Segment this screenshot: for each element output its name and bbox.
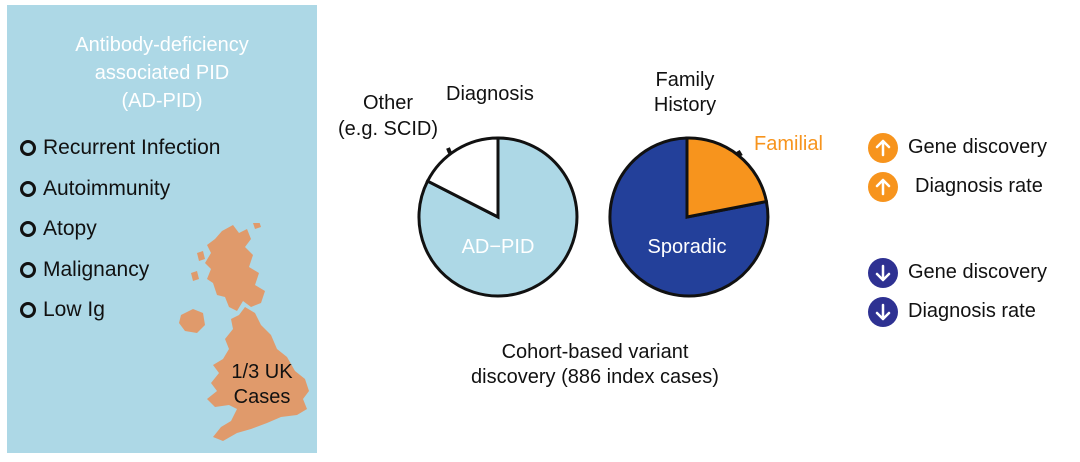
other-label-line-2: (e.g. SCID) — [337, 118, 439, 140]
legend-row: Gene discovery — [868, 128, 1047, 167]
panel-title-line-2: associated PID — [94, 62, 230, 84]
diagnosis-pie-tick — [446, 147, 452, 154]
criteria-label: Low Ig — [43, 298, 105, 322]
criteria-item: Recurrent Infection — [20, 128, 220, 169]
arrow-down-icon — [868, 257, 898, 288]
other-label-line-1: Other — [362, 92, 414, 114]
family-title-line-1: Family — [655, 69, 715, 91]
legend-row: Diagnosis rate — [868, 167, 1047, 206]
criteria-item: Malignancy — [20, 250, 220, 291]
legend-label: Gene discovery — [908, 136, 1047, 158]
legend-label: Gene discovery — [908, 261, 1047, 283]
uk-label-line-2: Cases — [233, 386, 291, 408]
panel-title-line-3: (AD-PID) — [121, 90, 203, 112]
uk-cases-label: 1/3 UK Cases — [207, 360, 317, 410]
family-pie-tick — [736, 149, 743, 158]
family-pie-familial-slice — [685, 136, 769, 219]
circle-bullet-icon — [20, 261, 36, 278]
diagnosis-pie-other-slice — [425, 136, 500, 220]
ad-pid-panel: Antibody-deficiency associated PID (AD-P… — [7, 5, 317, 453]
criteria-item: Autoimmunity — [20, 169, 220, 210]
legend-label: Diagnosis rate — [915, 175, 1043, 197]
legend-down: Gene discovery Diagnosis rate — [868, 253, 1047, 331]
circle-bullet-icon — [20, 180, 36, 197]
diagnosis-pie-other-label: Other (e.g. SCID) — [328, 90, 448, 142]
diagnosis-pie: AD−PID — [417, 136, 579, 298]
cohort-caption-line-2: discovery (886 index cases) — [471, 366, 719, 388]
family-pie-sporadic-label: Sporadic — [648, 236, 727, 258]
criteria-item: Atopy — [20, 209, 220, 250]
legend-label: Diagnosis rate — [908, 300, 1036, 322]
family-title-line-2: History — [653, 94, 717, 116]
criteria-label: Malignancy — [43, 257, 150, 281]
legend-up: Gene discovery Diagnosis rate — [868, 128, 1047, 206]
criteria-label: Autoimmunity — [43, 176, 171, 200]
legend-row: Diagnosis rate — [868, 292, 1047, 331]
arrow-down-icon — [868, 296, 898, 327]
cohort-caption: Cohort-based variant discovery (886 inde… — [440, 340, 750, 390]
circle-bullet-icon — [20, 140, 36, 157]
criteria-list: Recurrent Infection Autoimmunity Atopy M… — [20, 128, 220, 331]
uk-map-icon — [179, 223, 309, 441]
diagnosis-pie-title: Diagnosis — [446, 83, 534, 105]
circle-bullet-icon — [20, 221, 36, 238]
panel-title: Antibody-deficiency associated PID (AD-P… — [7, 31, 317, 115]
criteria-item: Low Ig — [20, 290, 220, 331]
panel-title-line-1: Antibody-deficiency — [75, 34, 249, 56]
arrow-up-icon — [868, 132, 898, 163]
family-pie-title: Family History — [630, 68, 740, 118]
family-pie-familial-label: Familial — [754, 133, 823, 155]
diagnosis-pie-ad-pid-label: AD−PID — [462, 236, 535, 258]
cohort-caption-line-1: Cohort-based variant — [501, 341, 689, 363]
legend-row: Gene discovery — [868, 253, 1047, 292]
arrow-up-icon — [868, 171, 898, 202]
family-history-pie: Sporadic — [608, 136, 770, 298]
criteria-label: Atopy — [43, 217, 97, 241]
uk-label-line-1: 1/3 UK — [231, 361, 293, 383]
circle-bullet-icon — [20, 302, 36, 319]
criteria-label: Recurrent Infection — [43, 136, 221, 160]
